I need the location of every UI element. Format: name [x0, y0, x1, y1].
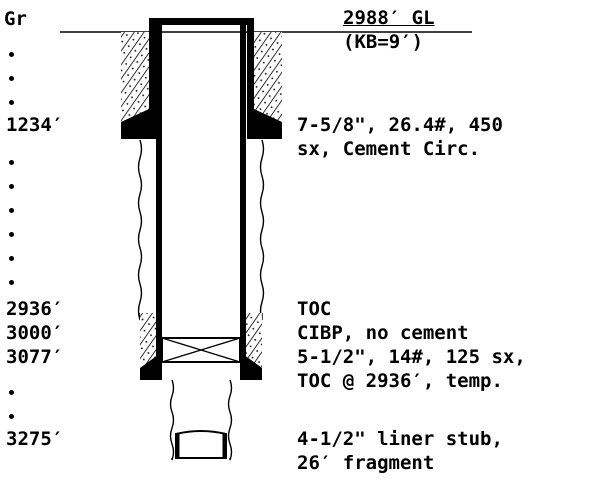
- depth-3077: 3077′: [6, 346, 64, 368]
- depth-tick: [9, 414, 14, 419]
- depth-tick: [9, 232, 14, 237]
- liner-note-2: 26′ fragment: [297, 452, 435, 474]
- depth-tick: [9, 280, 14, 285]
- production-casing-wall-right: [240, 22, 246, 380]
- production-casing-note-2: TOC @ 2936′, temp.: [297, 370, 503, 392]
- depth-1234: 1234′: [6, 114, 64, 136]
- surface-shoe-left: [121, 109, 149, 139]
- liner-stub: [175, 430, 227, 459]
- depth-tick: [9, 184, 14, 189]
- surface-casing-note-2: sx, Cement Circ.: [297, 138, 481, 160]
- surface-shoe-right: [254, 109, 282, 139]
- surface-casing-wall-right: [247, 22, 254, 139]
- depth-3000: 3000′: [6, 322, 64, 344]
- depth-tick: [9, 76, 14, 81]
- depth-3275: 3275′: [6, 428, 64, 450]
- depth-tick: [9, 52, 14, 57]
- cibp-note: CIBP, no cement: [297, 322, 469, 344]
- surface-casing-note-1: 7-5/8", 26.4#, 450: [297, 114, 503, 136]
- wellhead-cap: [149, 18, 254, 25]
- ground-elevation: 2988′ GL: [343, 7, 435, 29]
- depth-tick: [9, 390, 14, 395]
- production-casing-wall-left: [156, 22, 162, 380]
- ground-label: Gr: [4, 8, 27, 30]
- depth-2936: 2936′: [6, 298, 64, 320]
- surface-cement-left: [121, 32, 149, 127]
- depth-tick: [9, 100, 14, 105]
- depth-tick: [9, 256, 14, 261]
- kelly-bushing: (KB=9′): [343, 31, 424, 53]
- liner-hole-wall-right: [227, 379, 233, 461]
- open-hole-wall-left: [137, 139, 143, 321]
- open-hole-wall-right: [259, 139, 265, 321]
- liner-note-1: 4-1/2" liner stub,: [297, 428, 503, 450]
- depth-tick: [9, 208, 14, 213]
- surface-casing-wall-left: [149, 22, 156, 139]
- liner-hole-wall-left: [169, 379, 175, 461]
- depth-tick: [9, 160, 14, 165]
- cibp-cross-b: [161, 337, 241, 363]
- toc-note: TOC: [297, 298, 332, 320]
- production-casing-note-1: 5-1/2", 14#, 125 sx,: [297, 346, 526, 368]
